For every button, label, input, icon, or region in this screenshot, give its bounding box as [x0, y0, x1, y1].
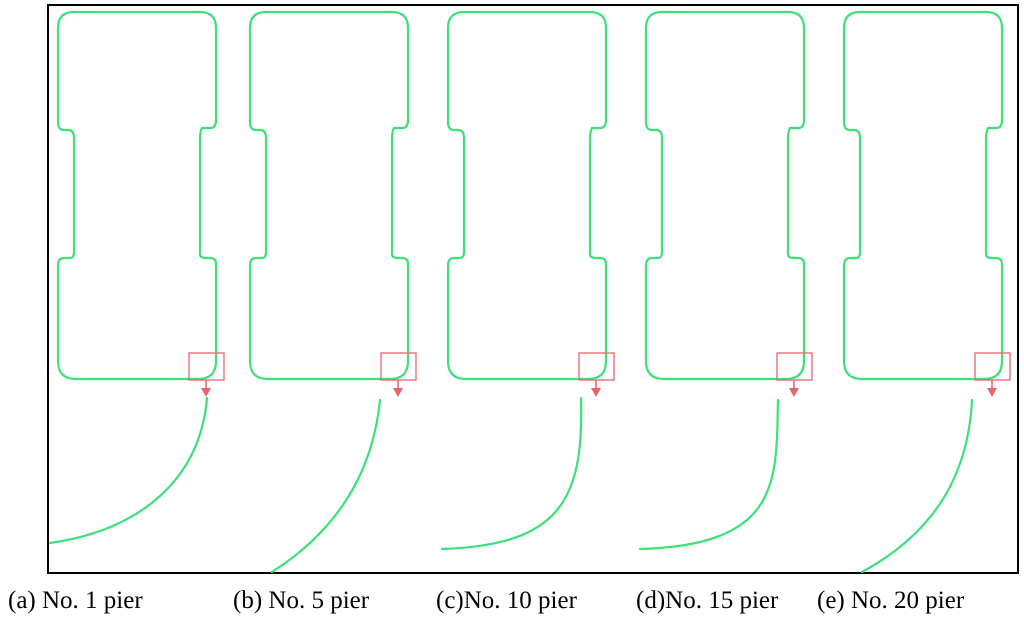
corner-detail-curve-c: [440, 396, 583, 551]
caption-b: (b) No. 5 pier: [233, 587, 370, 614]
pier-outline-c: [446, 10, 608, 381]
caption-a: (a) No. 1 pier: [8, 587, 143, 614]
zoom-box-d: [776, 352, 813, 381]
zoom-box-b: [380, 352, 417, 381]
pier-outline-a: [56, 10, 218, 381]
zoom-box-e: [974, 352, 1011, 381]
pier-panel-d: [638, 10, 813, 551]
pier-panel-b: [248, 10, 417, 574]
zoom-box-c: [578, 352, 615, 381]
corner-detail-curve-a: [48, 396, 209, 545]
zoom-arrow-head-d: [789, 388, 799, 397]
figure-frame: [47, 4, 1019, 574]
corner-detail-curve-d: [638, 398, 780, 551]
zoom-arrow-head-e: [987, 388, 997, 397]
caption-d: (d)No. 15 pier: [636, 587, 779, 614]
zoom-arrow-head-a: [201, 388, 211, 397]
pier-panel-e: [842, 10, 1011, 574]
pier-outline-e: [842, 10, 1004, 381]
zoom-arrow-head-b: [393, 388, 403, 397]
pier-outline-b: [248, 10, 410, 381]
caption-e: (e) No. 20 pier: [817, 587, 965, 614]
zoom-box-a: [188, 352, 225, 381]
corner-detail-curve-e: [860, 398, 974, 574]
pier-panel-c: [440, 10, 615, 551]
caption-c: (c)No. 10 pier: [436, 587, 577, 614]
pier-outline-d: [644, 10, 806, 381]
pier-panel-a: [48, 10, 225, 545]
corner-detail-curve-b: [270, 398, 382, 574]
zoom-arrow-head-c: [591, 388, 601, 397]
